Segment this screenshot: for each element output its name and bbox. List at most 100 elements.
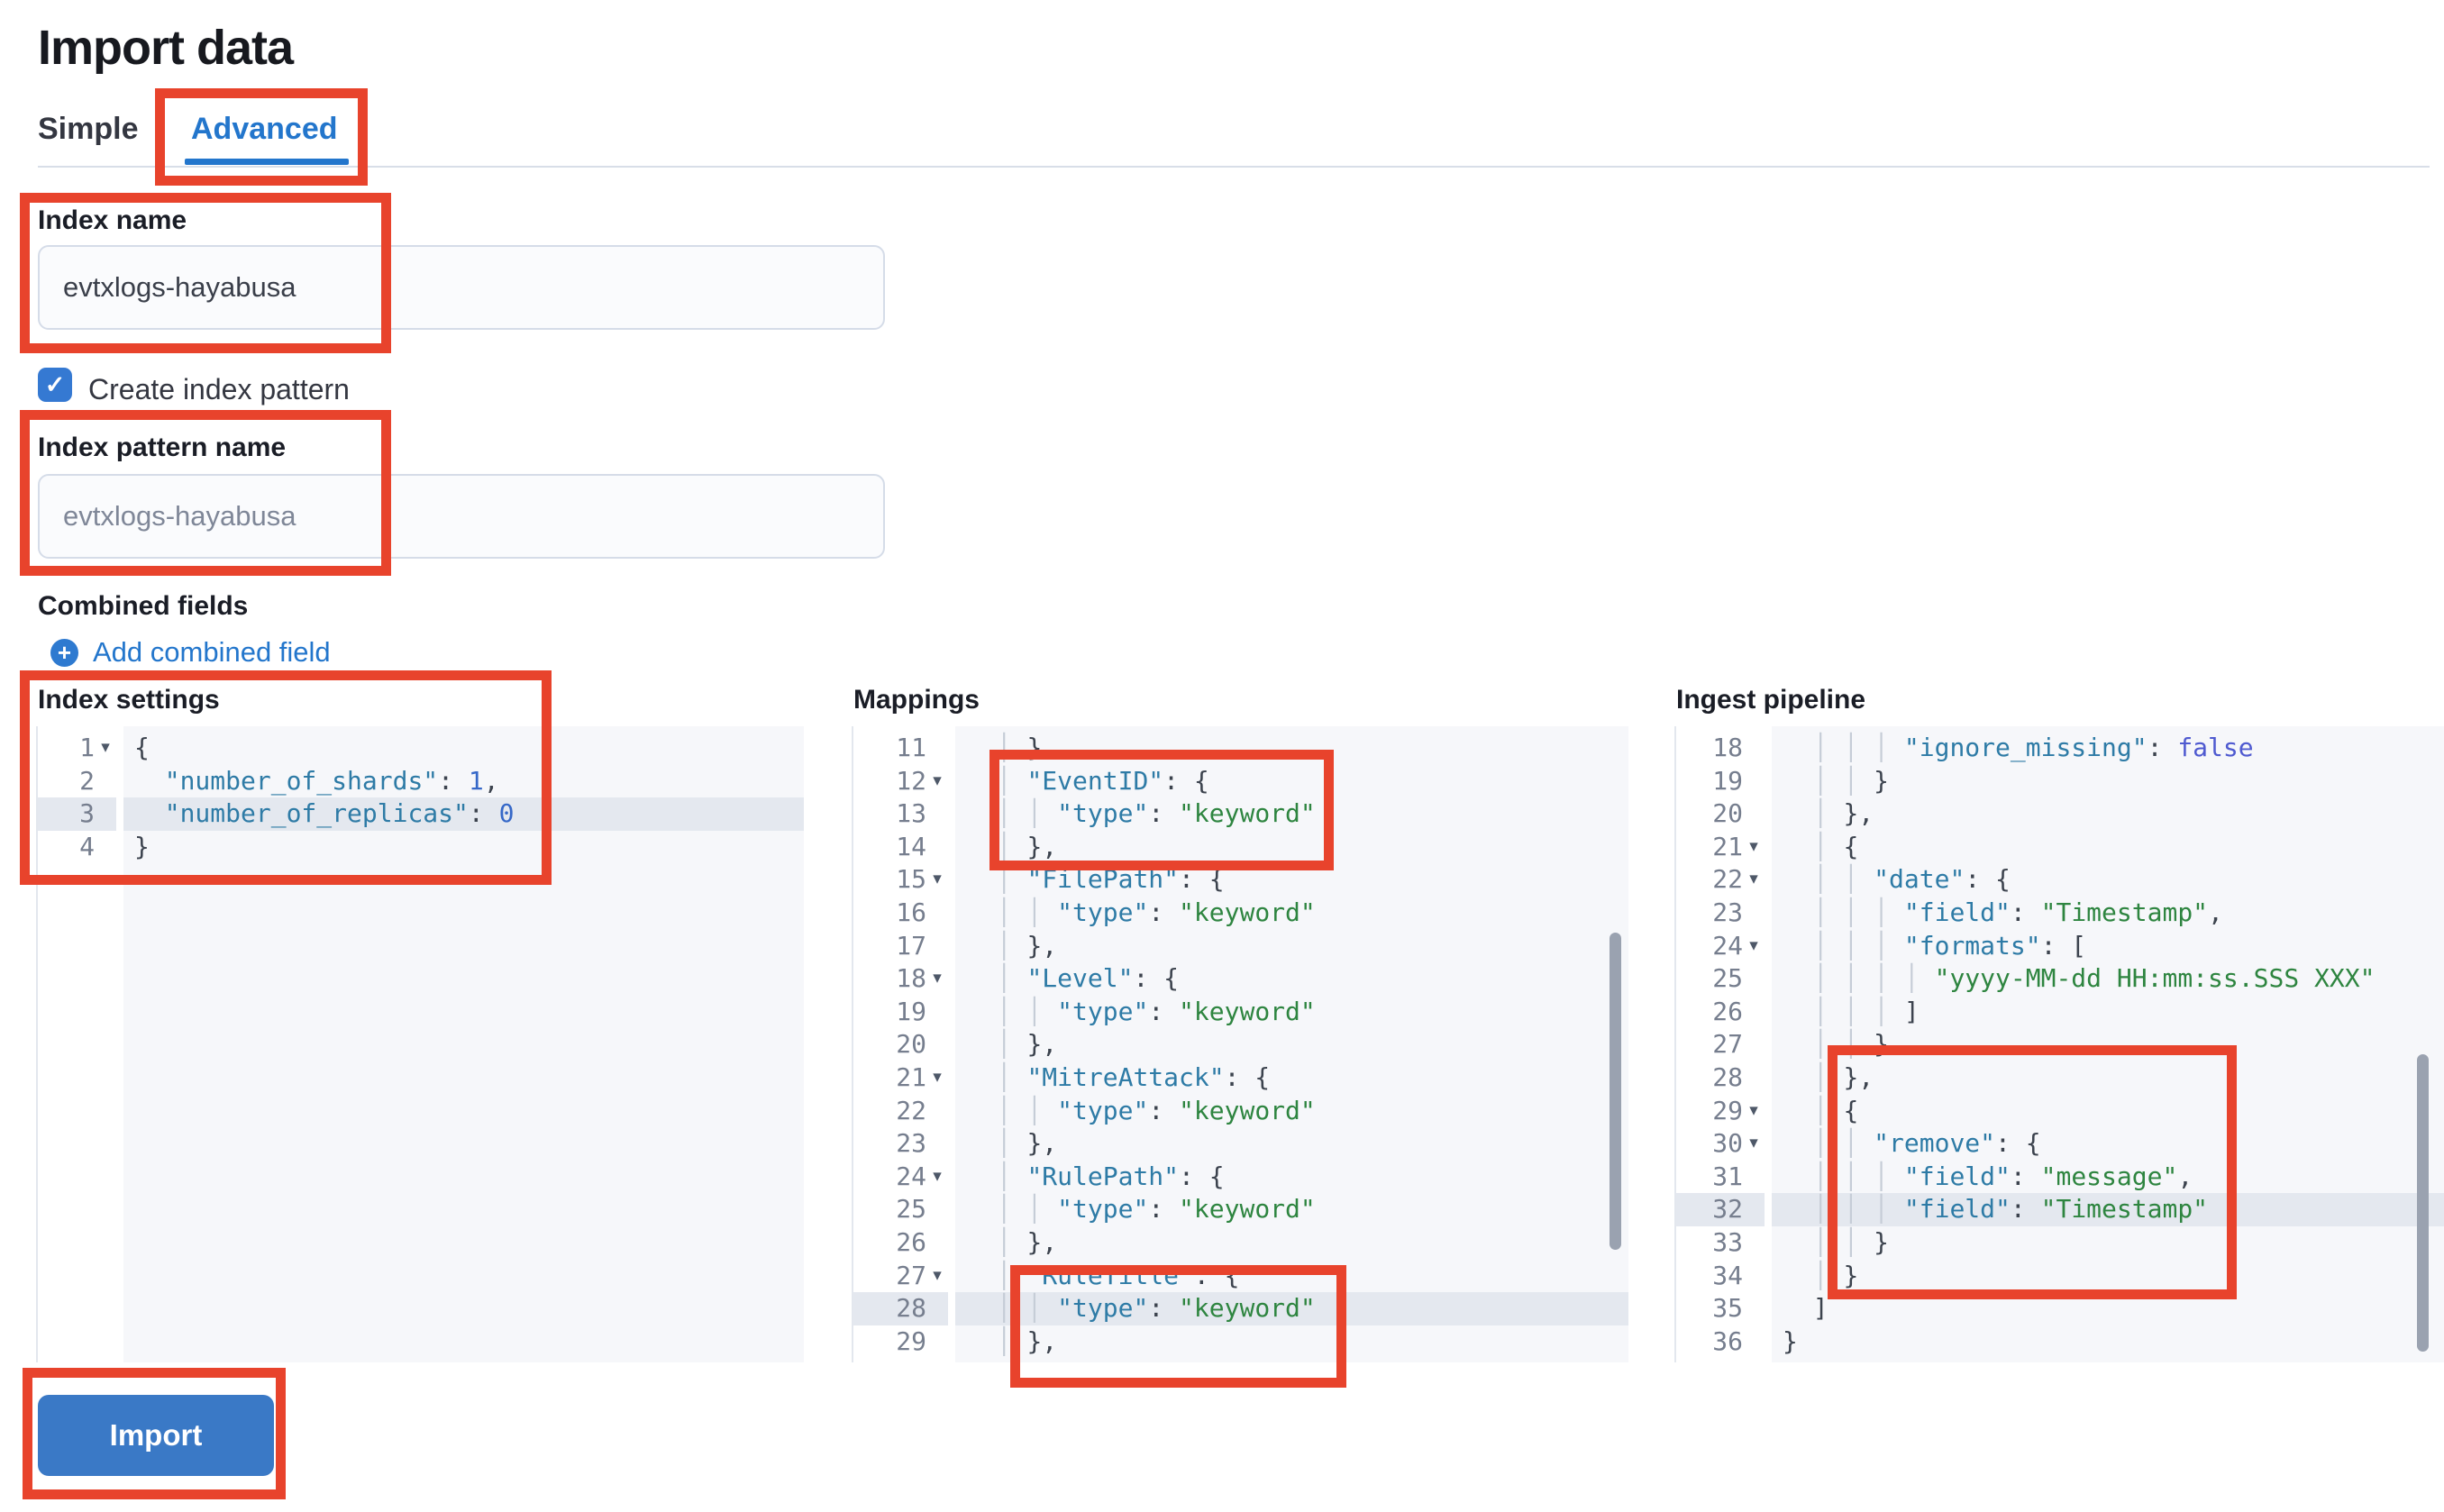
active-tab-underline — [185, 159, 349, 165]
editor-code-area[interactable]: │ │ │ "ignore_missing": false │ │ } │ },… — [1772, 726, 2444, 1362]
gutter-line-number: 25 — [1712, 963, 1743, 994]
ingest-pipeline-scrollbar[interactable] — [2417, 1054, 2429, 1352]
page-title: Import data — [38, 21, 294, 75]
add-combined-field-label: Add combined field — [93, 636, 331, 668]
code-line[interactable]: │ │ } — [1812, 1029, 1890, 1060]
code-line[interactable]: │ }, — [996, 930, 1058, 961]
code-line[interactable]: │ }, — [996, 1128, 1058, 1159]
code-line[interactable]: │ │ "remove": { — [1812, 1128, 2041, 1159]
code-line[interactable]: │ }, — [996, 733, 1058, 762]
add-combined-field-button[interactable]: + Add combined field — [50, 636, 331, 669]
code-line[interactable]: "number_of_replicas": 0 — [123, 797, 804, 831]
gutter-line-number: 29 — [896, 1325, 926, 1356]
code-line[interactable]: │ "Level": { — [996, 963, 1180, 994]
fold-arrow-icon[interactable]: ▾ — [933, 1265, 942, 1285]
combined-fields-label: Combined fields — [38, 591, 249, 621]
code-line[interactable]: │ { — [1812, 1095, 1859, 1125]
fold-arrow-icon[interactable]: ▾ — [1749, 935, 1758, 955]
index-pattern-name-input[interactable] — [38, 474, 885, 559]
code-line[interactable]: │ │ } — [1812, 1226, 1890, 1257]
gutter-line-number: 19 — [896, 996, 926, 1026]
gutter-line-number: 24▾ — [1676, 930, 1765, 963]
gutter-line-number: 25 — [896, 1194, 926, 1225]
fold-arrow-icon[interactable]: ▾ — [1749, 1134, 1758, 1153]
gutter-line-number: 31 — [1712, 1161, 1743, 1191]
code-line[interactable]: │ }, — [1812, 798, 1874, 829]
code-line[interactable]: │ }, — [996, 1325, 1058, 1356]
import-button[interactable]: Import — [38, 1395, 274, 1476]
code-line[interactable]: ] — [1783, 1293, 1828, 1324]
fold-arrow-icon[interactable]: ▾ — [1749, 870, 1758, 889]
tab-advanced[interactable]: Advanced — [191, 112, 338, 146]
code-line[interactable]: │ │ │ "field": "Timestamp", — [1812, 897, 2223, 927]
gutter-line-number: 26 — [1712, 996, 1743, 1026]
code-line[interactable]: │ │ │ │ "yyyy-MM-dd HH:mm:ss.SSS XXX" — [1812, 963, 2376, 994]
gutter-line-number: 3 — [38, 797, 116, 831]
fold-arrow-icon[interactable]: ▾ — [933, 770, 942, 790]
editor-code-area[interactable]: │ }, │ "EventID": { │ │ "type": "keyword… — [955, 726, 1628, 1362]
tab-simple[interactable]: Simple — [38, 112, 139, 146]
index-pattern-name-label: Index pattern name — [38, 433, 287, 462]
code-line[interactable]: │ }, — [996, 1029, 1058, 1060]
code-line[interactable]: "number_of_shards": 1, — [164, 765, 499, 796]
gutter-line-number: 35 — [1712, 1293, 1743, 1324]
index-settings-label: Index settings — [38, 685, 220, 715]
code-line[interactable]: │ } — [1812, 1260, 1859, 1290]
code-line[interactable]: │ │ "date": { — [1812, 864, 2011, 895]
code-line[interactable]: │ │ "type": "keyword" — [996, 996, 1316, 1026]
gutter-line-number: 1▾ — [38, 732, 116, 765]
code-line[interactable]: │ }, — [996, 831, 1058, 861]
create-index-pattern-checkbox[interactable]: ✓ — [38, 368, 72, 402]
gutter-line-number: 30▾ — [1676, 1127, 1765, 1161]
fold-arrow-icon[interactable]: ▾ — [101, 738, 110, 757]
code-line[interactable]: │ "RulePath": { — [996, 1161, 1225, 1191]
gutter-line-number: 18▾ — [853, 962, 948, 996]
code-line[interactable]: │ { — [1812, 831, 1859, 861]
code-line[interactable]: │ "RuleTitle": { — [996, 1260, 1240, 1290]
gutter-line-number: 14 — [896, 831, 926, 861]
code-line[interactable]: │ │ │ "field": "Timestamp" — [1772, 1193, 2444, 1226]
code-line[interactable]: } — [1783, 1325, 1798, 1356]
code-line[interactable]: } — [134, 831, 150, 861]
code-line[interactable]: │ "FilePath": { — [996, 864, 1225, 895]
fold-arrow-icon[interactable]: ▾ — [933, 969, 942, 988]
checkmark-icon: ✓ — [44, 370, 66, 398]
code-line[interactable]: │ │ "type": "keyword" — [955, 1292, 1628, 1325]
gutter-line-number: 29▾ — [1676, 1095, 1765, 1128]
code-line[interactable]: │ "EventID": { — [996, 765, 1209, 796]
fold-arrow-icon[interactable]: ▾ — [1749, 1100, 1758, 1120]
index-name-input[interactable] — [38, 245, 885, 330]
code-line[interactable]: │ │ │ "formats": [ — [1812, 930, 2087, 961]
code-line[interactable]: │ }, — [996, 1226, 1058, 1257]
gutter-line-number: 28 — [853, 1292, 948, 1325]
code-line[interactable]: │ │ "type": "keyword" — [996, 897, 1316, 927]
code-line[interactable]: │ │ } — [1812, 765, 1890, 796]
fold-arrow-icon[interactable]: ▾ — [933, 1067, 942, 1087]
fold-arrow-icon[interactable]: ▾ — [933, 1166, 942, 1186]
code-line[interactable]: │ }, — [1812, 1061, 1874, 1092]
ingest-pipeline-label: Ingest pipeline — [1676, 685, 1866, 715]
fold-arrow-icon[interactable]: ▾ — [933, 870, 942, 889]
gutter-line-number: 33 — [1712, 1226, 1743, 1257]
mappings-scrollbar[interactable] — [1610, 933, 1621, 1250]
code-line[interactable]: │ │ "type": "keyword" — [996, 798, 1316, 829]
code-line[interactable]: │ │ "type": "keyword" — [996, 1194, 1316, 1225]
gutter-line-number: 11 — [896, 733, 926, 762]
gutter-line-number: 23 — [1712, 897, 1743, 927]
fold-arrow-icon[interactable]: ▾ — [1749, 836, 1758, 856]
gutter-line-number: 32 — [1676, 1193, 1765, 1226]
code-line[interactable]: │ │ "type": "keyword" — [996, 1095, 1316, 1125]
code-line[interactable]: │ │ │ ] — [1812, 996, 1920, 1026]
code-line[interactable]: │ │ │ "ignore_missing": false — [1812, 733, 2254, 762]
code-line[interactable]: │ "MitreAttack": { — [996, 1061, 1271, 1092]
code-line[interactable]: │ │ │ "field": "message", — [1812, 1161, 2193, 1191]
gutter-line-number: 24▾ — [853, 1161, 948, 1194]
code-line[interactable]: { — [134, 733, 150, 762]
create-index-pattern-label[interactable]: Create index pattern — [88, 373, 350, 405]
editor-code-area[interactable]: { "number_of_shards": 1, "number_of_repl… — [123, 726, 804, 1362]
